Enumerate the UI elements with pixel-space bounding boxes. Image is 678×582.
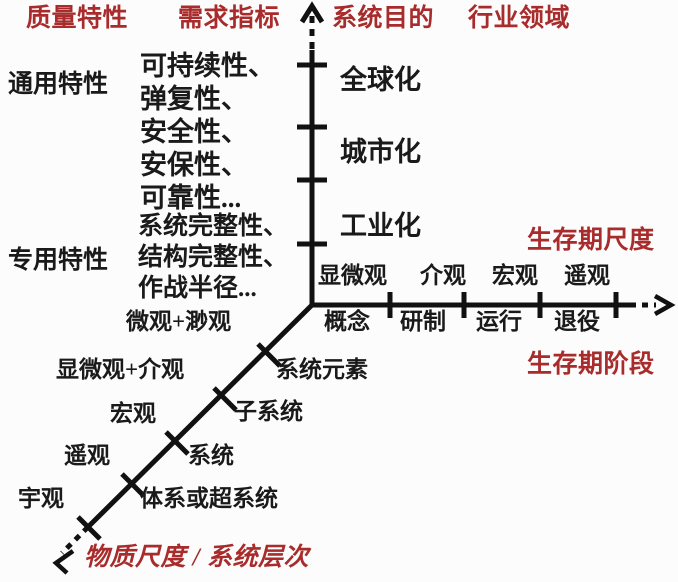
horizontal-below-label-development: 研制 (400, 309, 446, 334)
header-system-purpose: 系统目的 (332, 5, 435, 32)
header-quality-characteristics: 质量特性 (26, 5, 129, 32)
vertical-axis-arrowhead (299, 1, 325, 24)
horizontal-axis-arrowhead (653, 294, 676, 316)
diagonal-right-label-system-of-systems: 体系或超系统 (140, 486, 278, 511)
diagonal-axis-tick (164, 430, 190, 456)
diagonal-right-label-subsystem: 子系统 (234, 399, 303, 424)
vertical-label-globalization: 全球化 (340, 65, 421, 95)
general-item-safety: 安全性、 (140, 117, 248, 147)
header-requirement-indicators: 需求指标 (178, 5, 281, 32)
vertical-label-urbanization: 城市化 (340, 137, 421, 167)
horizontal-above-label-remote: 遥观 (564, 263, 610, 288)
horizontal-below-label-concept: 概念 (324, 309, 370, 334)
diagonal-right-label-system-element: 系统元素 (276, 357, 368, 382)
general-item-security: 安保性、 (140, 150, 248, 180)
header-industry-domain: 行业领域 (468, 5, 571, 32)
diagonal-left-label-micro-nano: 微观+渺观 (126, 309, 232, 334)
horizontal-axis-scale-label: 生存期尺度 (527, 227, 655, 254)
vertical-label-industrialization: 工业化 (340, 211, 421, 241)
horizontal-above-label-micro: 显微观 (318, 263, 387, 288)
general-item-sustainability: 可持续性、 (140, 51, 275, 81)
diagonal-left-label-remote: 遥观 (64, 443, 110, 468)
diagonal-axis-tick (212, 386, 238, 412)
group-label-general-characteristics: 通用特性 (8, 71, 109, 98)
general-item-resilience: 弹复性、 (140, 84, 248, 114)
diagonal-left-label-cosmic: 宇观 (18, 486, 64, 511)
general-item-reliability: 可靠性... (140, 183, 242, 213)
group-label-special-characteristics: 专用特性 (8, 247, 109, 274)
horizontal-axis-stage-label: 生存期阶段 (527, 351, 655, 378)
diagonal-left-label-micro-meso: 显微观+介观 (56, 357, 185, 382)
horizontal-below-label-retirement: 退役 (554, 309, 600, 334)
special-item-combat-radius: 作战半径... (138, 275, 257, 302)
diagonal-axis-tick (76, 515, 102, 541)
horizontal-below-label-operation: 运行 (476, 309, 522, 334)
horizontal-above-label-meso: 介观 (420, 263, 466, 288)
horizontal-above-label-macro: 宏观 (492, 263, 538, 288)
special-item-structural-integrity: 结构完整性、 (138, 244, 289, 271)
diagonal-axis-arrowhead (52, 549, 75, 575)
diagonal-right-label-system: 系统 (188, 443, 234, 468)
diagonal-left-label-macro: 宏观 (110, 401, 156, 426)
diagonal-axis-label: 物质尺度 / 系统层次 (84, 544, 309, 571)
special-item-system-integrity: 系统完整性、 (138, 213, 289, 240)
